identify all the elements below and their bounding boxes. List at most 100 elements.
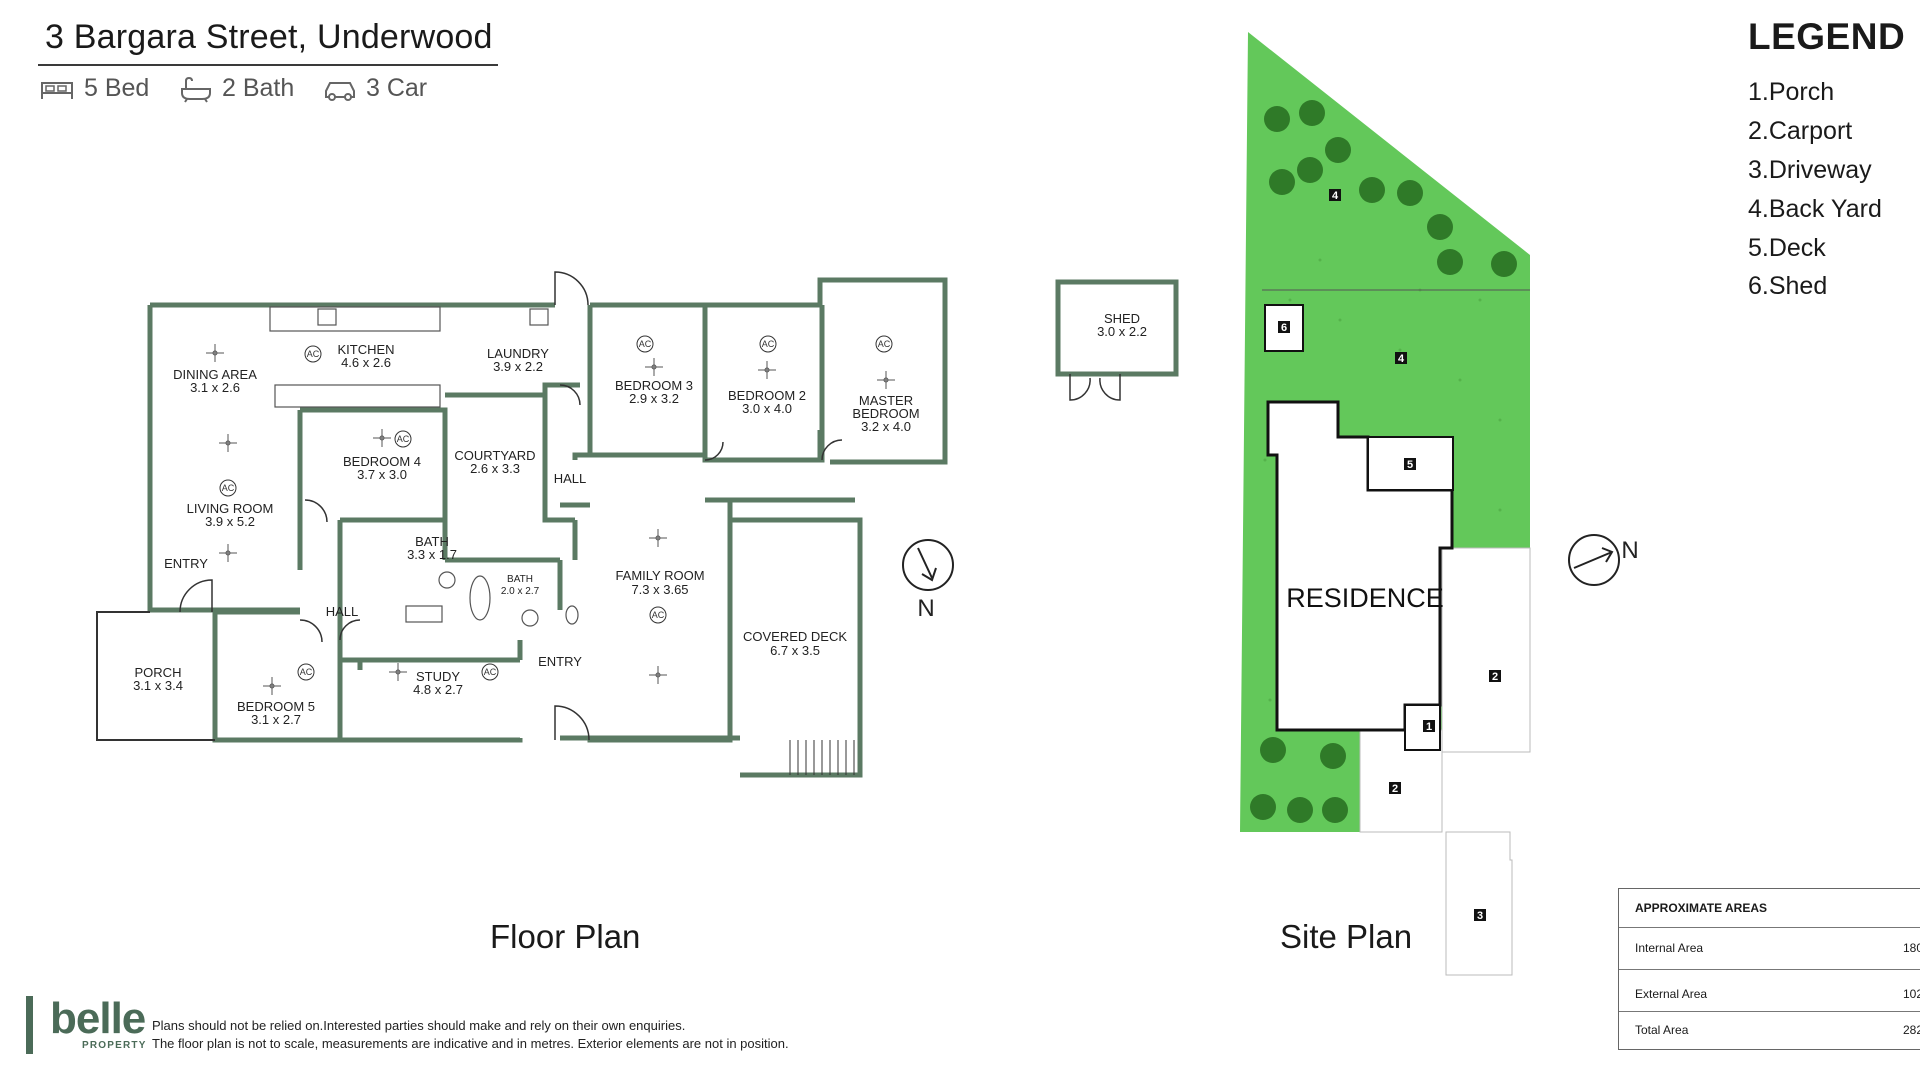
vanity — [405, 605, 443, 623]
property-address: 3 Bargara Street, Underwood — [45, 18, 493, 56]
ac-marker: AC — [304, 345, 322, 363]
area-label: External Area — [1635, 987, 1708, 1001]
residence-outline — [1266, 400, 1454, 732]
ceiling-fan-icon — [649, 529, 667, 547]
palm-tree-icon — [1491, 251, 1517, 277]
beds-feature: 5 Bed — [40, 74, 149, 103]
porch-wall — [96, 611, 215, 741]
site-marker: 2 — [1389, 782, 1401, 795]
cars-feature: 3 Car — [322, 74, 427, 103]
room-dims: 3.3 x 1.7 — [407, 547, 457, 562]
kitchen-island — [274, 384, 441, 408]
svg-text:AC: AC — [300, 667, 313, 677]
door-arc — [1099, 374, 1121, 401]
room-name: COURTYARD — [454, 448, 535, 463]
bathtub — [469, 575, 491, 621]
site-marker: 6 — [1278, 321, 1290, 334]
entry-label: ENTRY — [538, 654, 582, 669]
room-dims: 6.7 x 3.5 — [770, 643, 820, 658]
svg-text:4: 4 — [1398, 353, 1405, 365]
door-arc — [554, 705, 590, 741]
palm-tree-icon — [1264, 106, 1290, 132]
door-arc — [821, 439, 843, 461]
shed-outline — [1055, 279, 1179, 377]
svg-text:AC: AC — [397, 434, 410, 444]
svg-text:AC: AC — [307, 349, 320, 359]
legend-item: 6.Shed — [1748, 272, 1828, 300]
ceiling-fan-icon — [206, 344, 224, 362]
room-name: LIVING ROOM — [187, 501, 274, 516]
legend-item: 4.Back Yard — [1748, 195, 1882, 223]
ac-marker: AC — [297, 663, 315, 681]
svg-text:6: 6 — [1281, 322, 1287, 334]
svg-text:AC: AC — [484, 667, 497, 677]
interior-wall — [705, 497, 863, 778]
door-arc — [304, 499, 328, 523]
area-value: 180 — [1902, 941, 1920, 955]
sink — [317, 308, 337, 326]
svg-text:1: 1 — [1426, 721, 1432, 733]
room-name: BEDROOM 2 — [728, 388, 806, 403]
door-arc — [179, 579, 213, 613]
residence-label: RESIDENCE — [1286, 583, 1444, 613]
svg-text:AC: AC — [222, 483, 235, 493]
room-dims: 3.2 x 4.0 — [861, 419, 911, 434]
palm-tree-icon — [1297, 157, 1323, 183]
site-marker: 3 — [1474, 909, 1486, 922]
ceiling-fan-icon — [263, 677, 281, 695]
svg-text:3: 3 — [1477, 910, 1483, 922]
room-name: BATH — [415, 534, 449, 549]
legend-title: LEGEND — [1748, 16, 1906, 57]
room-dims: 4.6 x 2.6 — [341, 355, 391, 370]
room-name: BEDROOM 5 — [237, 699, 315, 714]
brand-subtitle: PROPERTY — [82, 1040, 147, 1051]
room-name: BEDROOM 4 — [343, 454, 421, 469]
room-dims: 3.1 x 3.4 — [133, 678, 183, 693]
ac-marker: AC — [219, 479, 237, 497]
ceiling-fan-icon — [877, 371, 895, 389]
area-value: 282 — [1902, 1023, 1920, 1037]
disclaimer-line: Plans should not be relied on.Interested… — [152, 1018, 686, 1033]
disclaimer-line: The floor plan is not to scale, measurem… — [152, 1036, 789, 1051]
interior-wall — [572, 452, 590, 460]
ac-marker: AC — [759, 335, 777, 353]
room-dims: 3.0 x 2.2 — [1097, 324, 1147, 339]
brand-bar — [26, 996, 33, 1054]
ac-marker: AC — [481, 663, 499, 681]
room-dims: 7.3 x 3.65 — [631, 582, 688, 597]
area-value: 102 — [1902, 987, 1920, 1001]
kitchen-bench — [269, 306, 441, 332]
ac-marker: AC — [875, 335, 893, 353]
ceiling-fan-icon — [219, 544, 237, 562]
room-name: PORCH — [135, 665, 182, 680]
divider — [1619, 1011, 1920, 1012]
brand-logo: belle — [50, 994, 146, 1043]
palm-tree-icon — [1299, 100, 1325, 126]
legend-item: 5.Deck — [1748, 234, 1826, 262]
site-marker: 2 — [1489, 670, 1501, 683]
room-dims: 2.0 x 2.7 — [501, 586, 540, 597]
basin — [521, 609, 539, 627]
baths-feature: 2 Bath — [178, 74, 294, 103]
svg-text:2: 2 — [1392, 783, 1398, 795]
driveway-area — [1445, 831, 1513, 976]
interior-wall — [297, 392, 578, 570]
bed-icon — [41, 81, 73, 99]
north-arrow-icon — [1568, 534, 1620, 586]
room-dims: 3.9 x 2.2 — [493, 359, 543, 374]
floor-plan-label: Floor Plan — [490, 918, 641, 955]
door-arc — [339, 619, 361, 641]
svg-text:AC: AC — [878, 339, 891, 349]
door-arc — [1069, 374, 1091, 401]
interior-wall — [587, 305, 825, 463]
baths-count: 2 Bath — [222, 74, 295, 102]
palm-tree-icon — [1437, 249, 1463, 275]
palm-tree-icons — [1250, 100, 1517, 823]
room-dims: 3.1 x 2.7 — [251, 712, 301, 727]
palm-tree-icon — [1322, 797, 1348, 823]
car-icon — [325, 81, 355, 101]
room-name: BATH — [507, 574, 533, 585]
room-name: FAMILY ROOM — [615, 568, 704, 583]
